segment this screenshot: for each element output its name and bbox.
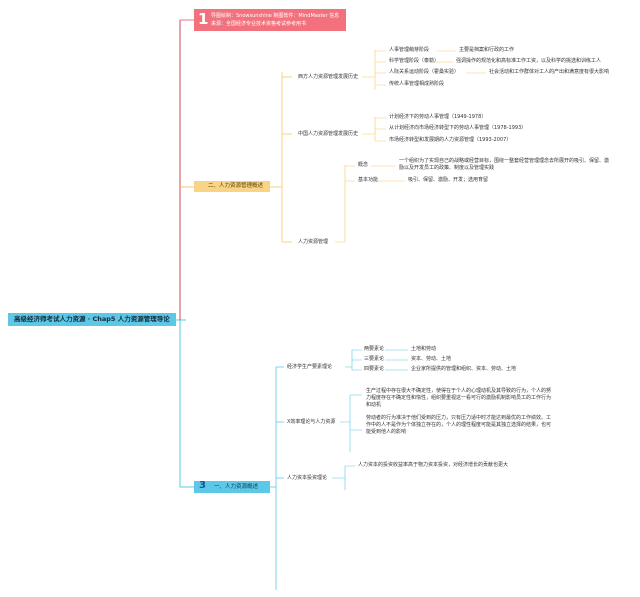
group-hrm[interactable]: 人力资源管理	[298, 239, 329, 245]
note-human-capital: 人力资本的投资收益率高于物力资本投资，对经济增长的贡献也更大	[358, 462, 509, 468]
node-hrm-functions[interactable]: 基本功能	[358, 177, 379, 183]
group-x-efficiency[interactable]: X效率理论与人力资源	[287, 419, 336, 425]
root-node[interactable]: 高级经济师考试人力资源 · Chap5 人力资源管理导论	[8, 313, 176, 326]
note-western-3: 社会活动和工作群体对工人的产出和满意度有很大影响	[489, 69, 610, 75]
branch-three-label: 一、人力资源概述	[214, 484, 259, 490]
branch-three-number: 3	[199, 480, 206, 491]
node-western-1[interactable]: 人事管理萌芽阶段	[389, 47, 430, 53]
note-x-efficiency-1: 生产过程中存在很大不确定性，使得在于个人的心理动机及其导致的行为，个人的努力程度…	[366, 388, 552, 408]
header-box[interactable]: 1 导图绘制：Snowsunshine 制图软件：MindMaster 信息来源…	[194, 9, 346, 31]
note-three-factor: 资本、劳动、土地	[411, 356, 452, 362]
group-china-history[interactable]: 中国人力资源管理发展历史	[298, 131, 359, 137]
note-x-efficiency-2: 劳动者的行为准决于他们受到的压力，只有压力适中时才能达到最优的工作绩效。工作中的…	[366, 415, 552, 435]
node-western-2[interactable]: 科学管理阶段（泰勒）	[389, 58, 440, 64]
node-hrm-concept[interactable]: 概念	[358, 162, 369, 168]
node-two-factor[interactable]: 两要素论	[364, 346, 385, 352]
node-four-factor[interactable]: 四要素论	[364, 366, 385, 372]
node-china-3[interactable]: 市场经济转型和发展期的人力资源管理（1993-2007）	[389, 137, 512, 143]
note-hrm-concept: 一个组织为了实现自己的战略或经营目标，围绕一整套经营管理理念去所展开的吸引、保留…	[399, 158, 610, 171]
branch-three-node[interactable]: 3 一、人力资源概述	[194, 480, 270, 493]
header-number: 1	[198, 10, 209, 28]
note-two-factor: 土地和劳动	[411, 346, 437, 352]
note-hrm-functions: 吸引、保留、激励、开发；选用育留	[408, 177, 489, 183]
node-china-1[interactable]: 计划经济下的劳动人事管理（1949-1978）	[389, 114, 487, 120]
group-economics-factors[interactable]: 经济学生产要素理论	[287, 364, 333, 370]
group-western-history[interactable]: 西方人力资源管理发展历史	[298, 74, 359, 80]
note-four-factor: 企业家所提供的管理和组织、资本、劳动、土地	[411, 366, 517, 372]
branch-two-node[interactable]: 二、人力资源管理概述	[194, 181, 270, 192]
note-western-2: 强调操作的规范化和高标准工作工资，以及科学的挑选和训练工人	[456, 58, 602, 64]
header-text: 导图绘制：Snowsunshine 制图软件：MindMaster 信息来源：全…	[211, 13, 340, 27]
group-human-capital[interactable]: 人力资本投资理论	[287, 475, 328, 481]
node-western-4[interactable]: 传统人事管理相成熟阶段	[389, 81, 445, 87]
node-western-3[interactable]: 人际关系运动阶段（霍桑实验）	[389, 69, 460, 75]
node-china-2[interactable]: 从计划经济向市场经济转型下的劳动人事管理（1978-1993）	[389, 125, 527, 131]
note-western-1: 主要是档案和行政的工作	[459, 47, 515, 53]
node-three-factor[interactable]: 三要素论	[364, 356, 385, 362]
